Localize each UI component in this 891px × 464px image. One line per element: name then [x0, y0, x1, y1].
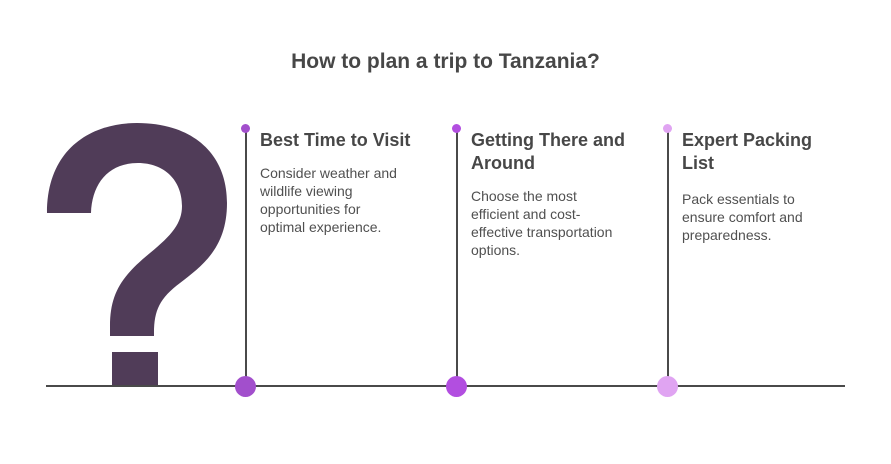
step-1-node [235, 376, 256, 397]
question-mark-icon [47, 123, 227, 386]
step-2-title: Getting There and Around [471, 130, 626, 173]
step-2-description: Choose the most efficient and cost- effe… [471, 188, 613, 258]
step-1-description: Consider weather and wildlife viewing op… [260, 165, 397, 235]
diagram-title: How to plan a trip to Tanzania? [291, 50, 600, 73]
step-3-title: Expert Packing List [682, 130, 813, 173]
step-3-description: Pack essentials to ensure comfort and pr… [682, 191, 803, 243]
step-3-stem [667, 128, 669, 386]
step-1-top-marker [241, 124, 250, 133]
step-3-top-marker [663, 124, 672, 133]
step-1-title: Best Time to Visit [260, 130, 411, 150]
step-2-top-marker [452, 124, 461, 133]
step-2-node [446, 376, 467, 397]
step-3-node [657, 376, 678, 397]
step-2-stem [456, 128, 458, 386]
timeline-axis [46, 385, 845, 387]
step-1-stem [245, 128, 247, 386]
